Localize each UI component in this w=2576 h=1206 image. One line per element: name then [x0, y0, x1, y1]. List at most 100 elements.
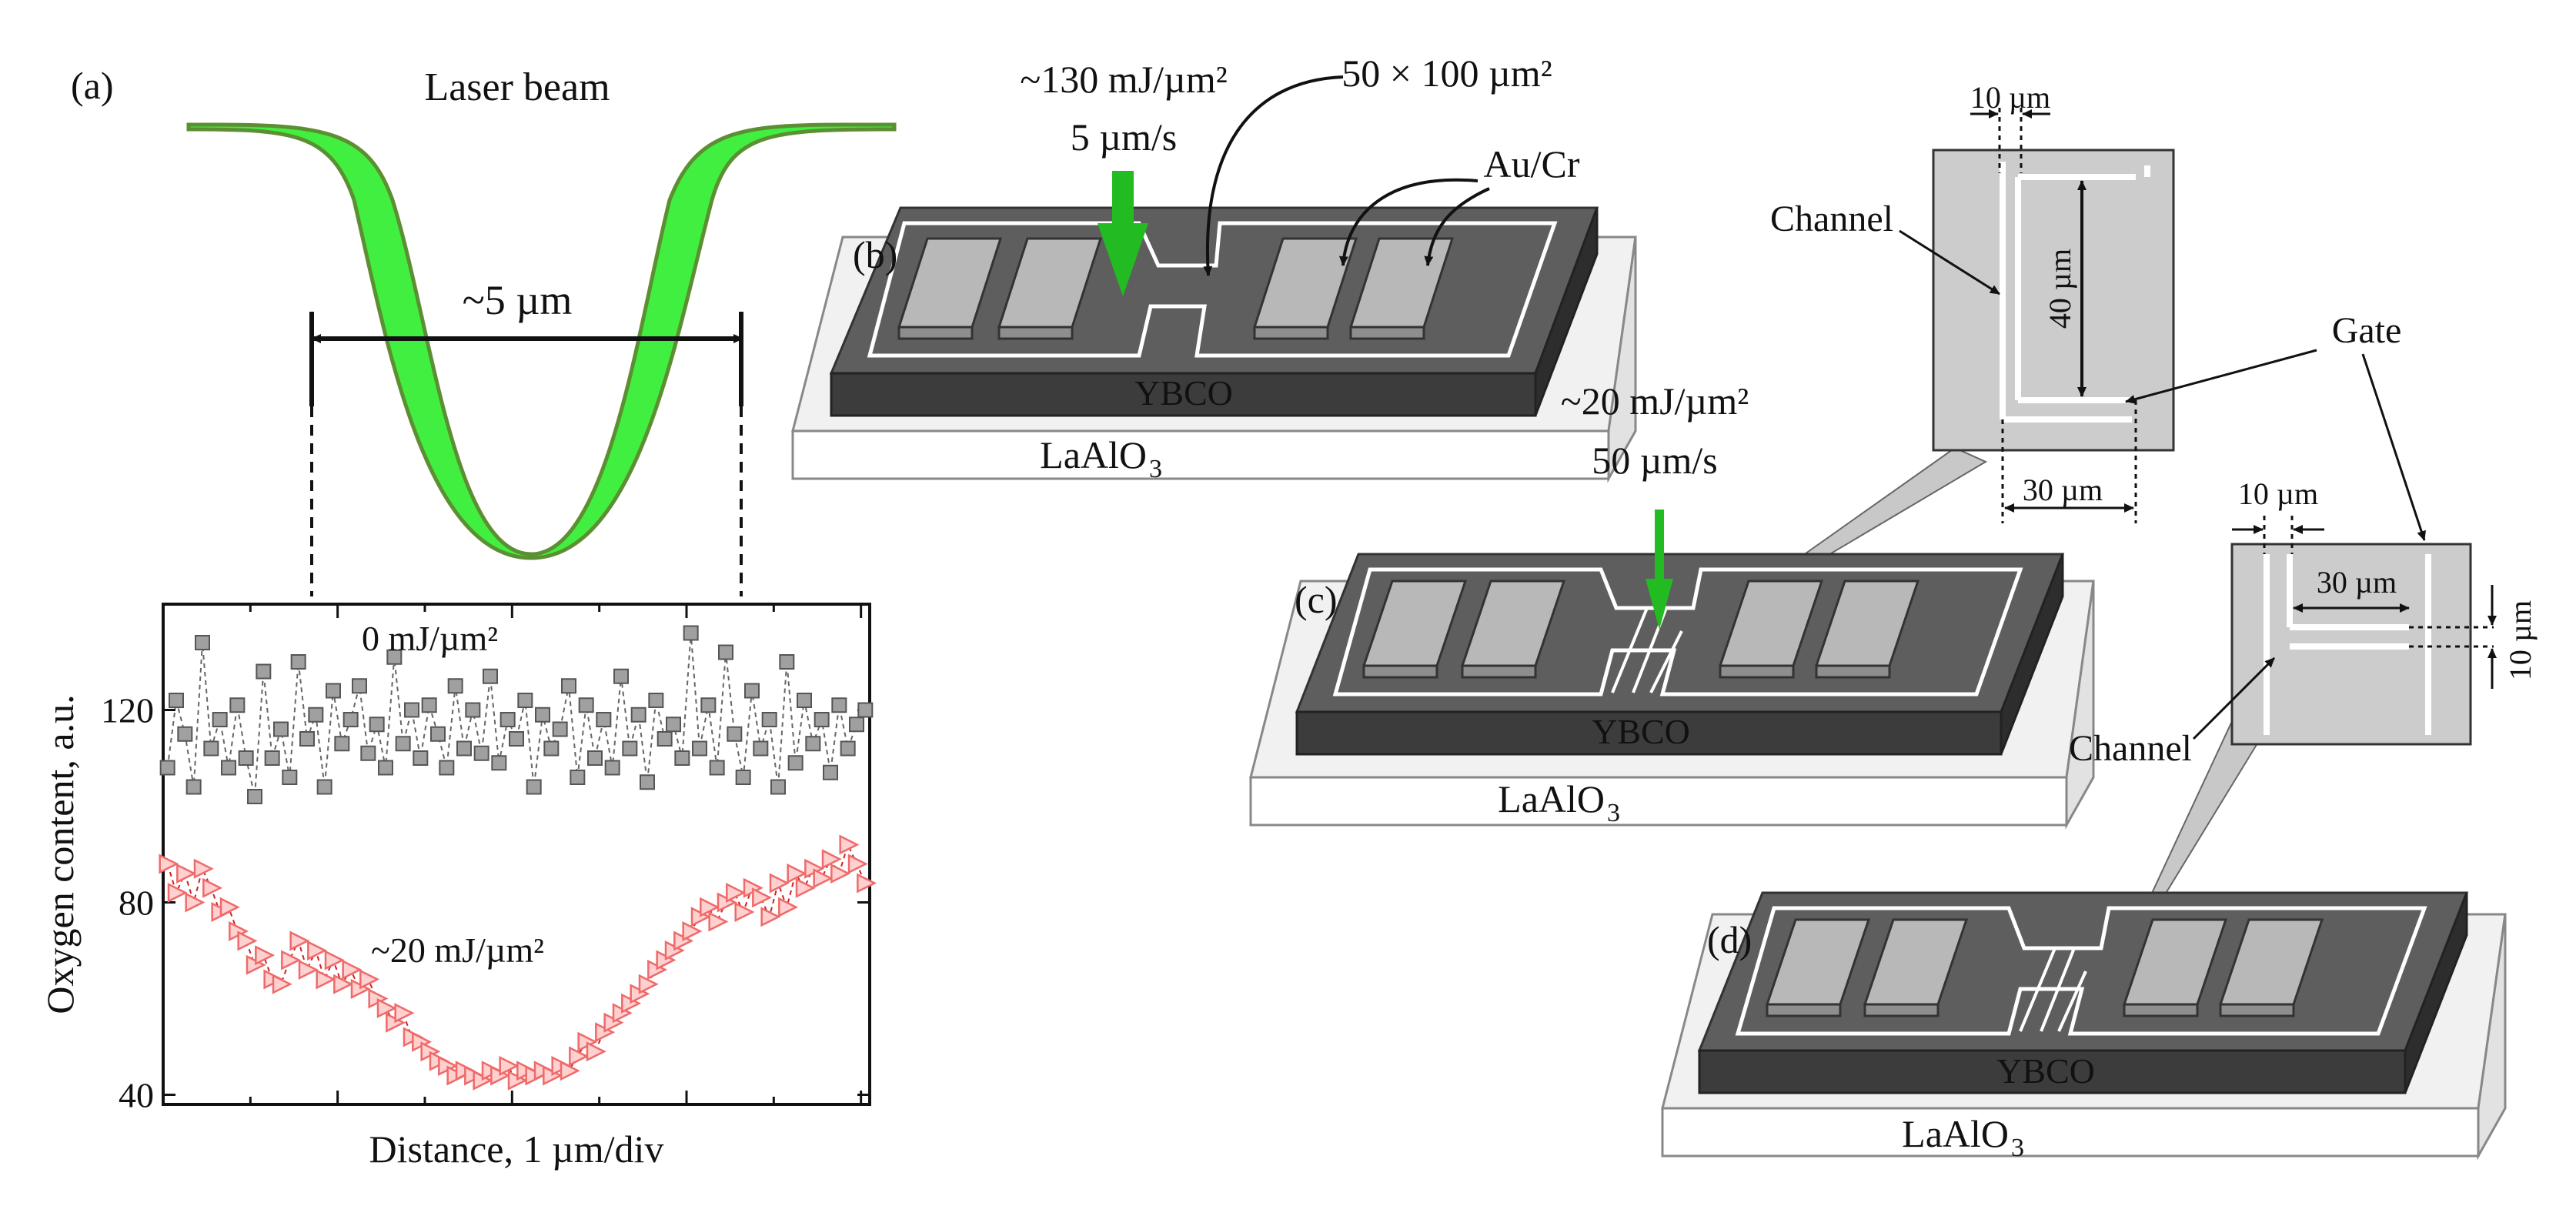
series-0-point-12 — [264, 750, 280, 766]
series-1-point-2 — [176, 863, 197, 884]
series-0-point-46 — [561, 678, 576, 694]
device-c: ~20 mJ/µm² 50 µm/s YBCO LaAlO 3 (c) — [1249, 379, 2095, 830]
panel-label-b: (b) — [853, 233, 897, 276]
series-0-point-9 — [238, 750, 254, 766]
series-1-point-73 — [795, 877, 816, 898]
panel-label-c: (c) — [1295, 578, 1338, 621]
series-1-point-60 — [682, 920, 703, 942]
series-0-point-59 — [674, 750, 690, 766]
series-1-point-49 — [586, 1041, 606, 1062]
series-0-point-37 — [483, 668, 498, 684]
etched-track-d — [1735, 906, 2427, 1036]
substrate-sub-b: 3 — [1149, 455, 1162, 483]
series-0-point-76 — [823, 764, 838, 780]
device-b: ~130 mJ/µm² 5 µm/s 50 × 100 µm² Au/Cr YB… — [791, 52, 1637, 483]
film-side-d — [2404, 892, 2468, 1094]
series-1-point-76 — [821, 849, 842, 870]
series-0-point-29 — [413, 750, 429, 766]
series-0-point-73 — [797, 693, 812, 708]
series-1-point-25 — [376, 997, 397, 1019]
series-0-point-26 — [386, 649, 403, 665]
y-axis-label: Oxygen content, a.u. — [38, 694, 82, 1014]
series-1-point-69 — [760, 907, 781, 927]
substrate-side-b — [1607, 236, 1637, 483]
series-0-point-31 — [430, 726, 446, 742]
series-1-point-5 — [202, 877, 223, 898]
series-0-point-54 — [630, 707, 647, 723]
series-0-point-71 — [779, 654, 795, 670]
panel-label-a: (a) — [71, 64, 114, 107]
film-label-d: YBCO — [1996, 1051, 2095, 1091]
series-0-point-80 — [857, 702, 874, 718]
contact-pads-d — [1765, 918, 2324, 1017]
film-side-b — [1534, 207, 1599, 416]
series-1-point-19 — [324, 950, 345, 970]
series-1-point-1 — [167, 882, 188, 904]
inset-c-channel-pointer — [1899, 229, 2000, 296]
series-1-point-3 — [185, 892, 205, 913]
series-1-point-20 — [333, 974, 354, 994]
series-0-point-16 — [299, 731, 315, 747]
speed-label-c: 50 µm/s — [1592, 439, 1718, 482]
laser-beam-shape — [186, 122, 897, 560]
series-0-point-10 — [247, 789, 262, 804]
series-1-point-13 — [272, 974, 292, 994]
series-0-point-42 — [526, 779, 542, 795]
series-0-point-15 — [290, 654, 306, 670]
series-1-point-27 — [394, 1003, 415, 1024]
series-0-point-33 — [447, 678, 463, 694]
series-0-point-39 — [499, 712, 516, 727]
gate-lines-d — [2019, 947, 2087, 1032]
series-0-point-5 — [203, 740, 219, 757]
series-0-point-14 — [282, 770, 298, 785]
speed-label-b: 5 µm/s — [1071, 115, 1178, 159]
series-0-point-21 — [342, 712, 359, 727]
series-0-point-11 — [256, 663, 272, 680]
series-1-point-46 — [560, 1061, 580, 1081]
inset-c-dim-vertical: 40 µm — [2043, 249, 2077, 329]
series-0-point-72 — [787, 755, 804, 771]
substrate-label-b: LaAlO — [1040, 433, 1147, 476]
fluence-label-c: ~20 mJ/µm² — [1561, 379, 1749, 423]
beam-width-label: ~5 µm — [463, 277, 573, 323]
inset-c-dim-top: 10 µm — [1970, 80, 2050, 115]
inset-d-dim-right: 10 µm — [2503, 600, 2538, 680]
series-0-point-69 — [761, 712, 777, 727]
series-0-point-4 — [195, 635, 210, 650]
series-1-point-70 — [769, 873, 790, 894]
series-0-point-43 — [535, 707, 550, 723]
series-0-point-62 — [700, 697, 717, 713]
series-0-point-40 — [509, 731, 524, 747]
series-0-point-6 — [212, 712, 228, 727]
substrate-front-d — [1661, 1107, 2480, 1158]
substrate-label-c: LaAlO — [1498, 777, 1605, 820]
series-0-point-23 — [360, 745, 376, 761]
gate-pointer-c — [2125, 349, 2317, 404]
etched-track-c — [1332, 567, 2023, 697]
series-1-point-11 — [255, 945, 276, 966]
y-tick-label-2: 120 — [101, 691, 154, 730]
series-0-point-52 — [613, 668, 629, 684]
series-0-point-61 — [692, 740, 707, 757]
area-label-b: 50 × 100 µm² — [1341, 52, 1552, 95]
series-0-point-75 — [814, 712, 830, 727]
substrate-front-c — [1249, 776, 2068, 827]
series-0-point-64 — [718, 644, 733, 660]
series-0-point-25 — [378, 760, 393, 776]
inset-d-dim-top: 10 µm — [2238, 476, 2318, 511]
series-connectors — [166, 633, 867, 1082]
series-0-point-24 — [369, 717, 385, 733]
substrate-sub-c: 3 — [1607, 799, 1620, 827]
series-0-point-57 — [657, 731, 673, 747]
series-0-point-55 — [640, 774, 655, 790]
inset-c-channel-label: Channel — [1770, 199, 1893, 239]
series-0-point-74 — [805, 736, 821, 752]
series-0-line — [166, 633, 867, 797]
series-0-point-77 — [831, 697, 847, 713]
film-label-c: YBCO — [1592, 712, 1690, 751]
electrode-pointer-2 — [1424, 187, 1490, 266]
series-0-point-35 — [465, 702, 481, 718]
series-0-point-1 — [169, 693, 184, 708]
